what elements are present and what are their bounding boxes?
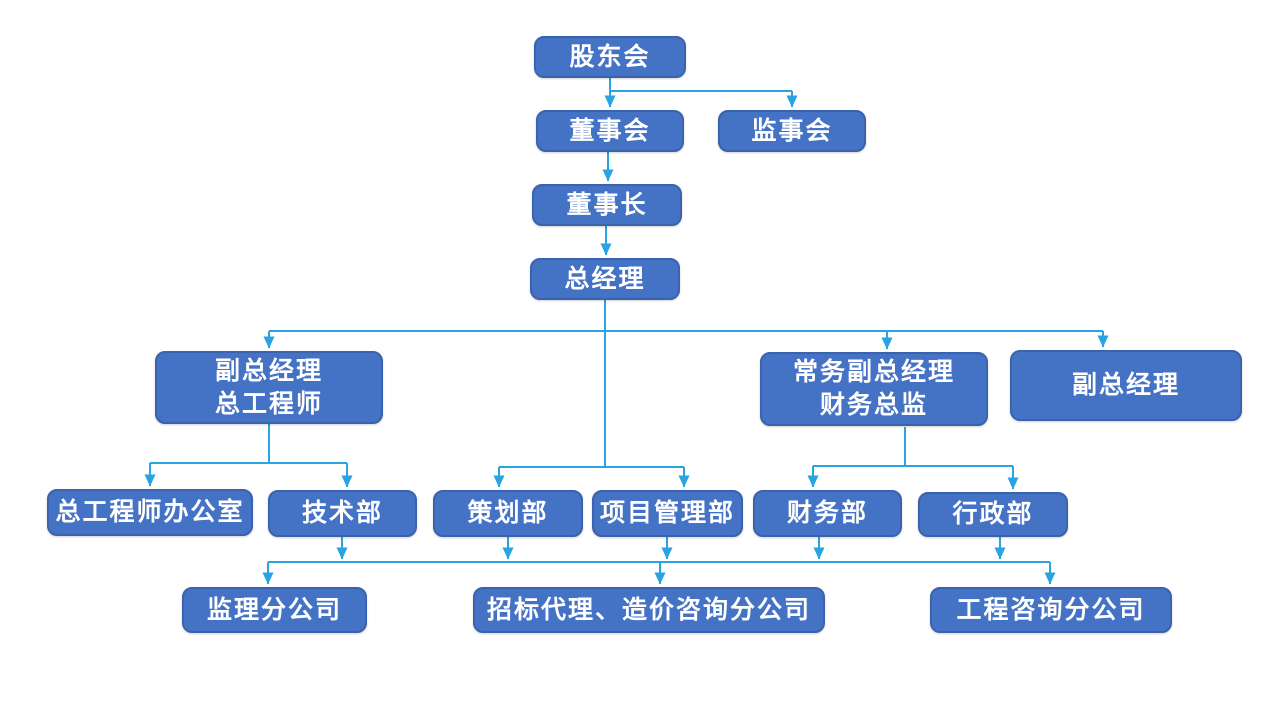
connector-gm-middle-depts — [493, 466, 690, 488]
org-node-board: 董事会 — [536, 110, 684, 152]
org-node-shareholders: 股东会 — [534, 36, 686, 78]
org-node-exec-deputy-gm-cfo: 常务副总经理 财务总监 — [760, 352, 988, 426]
org-node-project-mgmt-dept: 项目管理部 — [592, 490, 743, 537]
connector-gm-deputies — [263, 300, 1109, 467]
org-node-tech-dept: 技术部 — [268, 490, 417, 537]
connector-depts-branches-bus — [262, 537, 1056, 585]
org-node-general-manager: 总经理 — [530, 258, 680, 300]
org-node-eng-consulting-branch: 工程咨询分公司 — [930, 587, 1172, 633]
connector-edgm-cfo-children — [807, 427, 1019, 490]
org-node-supervision-branch: 监理分公司 — [182, 587, 367, 633]
org-node-admin-dept: 行政部 — [918, 492, 1068, 537]
org-node-chief-engineer-office: 总工程师办公室 — [47, 489, 253, 536]
org-node-supervisory-board: 监事会 — [718, 110, 866, 152]
org-node-finance-dept: 财务部 — [753, 490, 902, 537]
org-node-deputy-gm: 副总经理 — [1010, 350, 1242, 421]
connector-dgm-ce-children — [144, 424, 353, 488]
org-node-planning-dept: 策划部 — [433, 490, 583, 537]
org-node-chairman: 董事长 — [532, 184, 682, 226]
connector-shareholders-children — [604, 78, 798, 108]
org-node-deputy-gm-chief-engineer: 副总经理 总工程师 — [155, 351, 383, 424]
org-node-bidding-cost-branch: 招标代理、造价咨询分公司 — [473, 587, 825, 633]
